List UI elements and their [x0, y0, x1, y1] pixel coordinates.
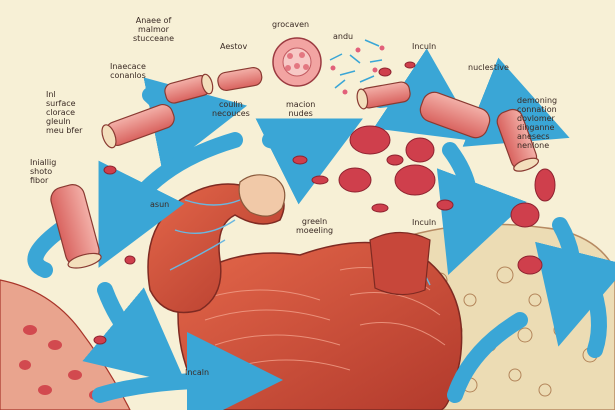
- label-left-lower: Iniallig shoto fibor: [30, 158, 57, 185]
- label-top-right: Inculn: [412, 42, 437, 51]
- label-inculn-mid: Inculn: [412, 218, 437, 227]
- neck: [369, 231, 431, 296]
- label-inculn-bottom: Incaln: [185, 368, 210, 377]
- label-top-center: grocaven: [272, 20, 310, 29]
- label-top-left: Anaee of malmor stucceane: [133, 16, 174, 43]
- muscle-fibers: [50, 66, 540, 269]
- molecule-dots: [330, 45, 385, 95]
- label-top-center-small: andu: [333, 32, 354, 41]
- label-center-left: coulln necouces: [212, 100, 250, 118]
- label-center-mid: macion nudes: [286, 100, 316, 118]
- label-aestiv: Aestov: [220, 42, 248, 51]
- label-asun: asun: [150, 200, 170, 209]
- blood-cells: [93, 61, 556, 345]
- fiber-cross-section: [272, 37, 322, 87]
- label-left-upper: Inaecace conanlos: [110, 62, 146, 80]
- label-right-block: demoning connation dovlomer dinganne ane…: [517, 96, 558, 150]
- label-green: greeln moeeling: [296, 217, 334, 235]
- label-top-right-far: nuclestive: [468, 63, 509, 72]
- molecule-strands: [329, 39, 383, 89]
- process-arrows: [27, 48, 615, 410]
- label-left-middle: Inl surface clorace gleuln meu bfer: [46, 90, 83, 135]
